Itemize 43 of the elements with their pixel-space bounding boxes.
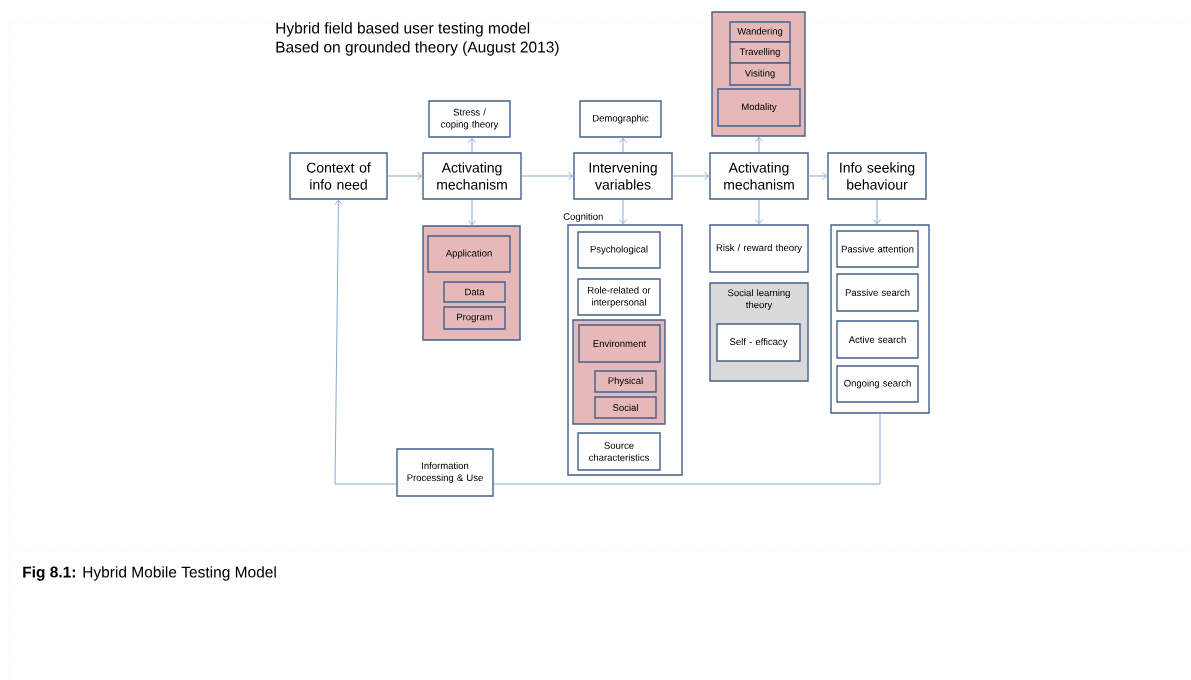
process-box: Activating mechanism [422, 152, 522, 200]
connector-arrow [619, 137, 627, 153]
item-box: Wandering [729, 21, 791, 43]
item-box: Travelling [729, 41, 791, 64]
connector-arrow [755, 199, 763, 225]
item-box: Program [443, 306, 506, 330]
item-box: Passive attention [836, 230, 919, 268]
connector-arrow [468, 199, 476, 226]
connector-arrow [873, 199, 881, 225]
connector-arrow [672, 172, 710, 180]
caption: Fig 8.1: Hybrid Mobile Testing Model [23, 566, 276, 581]
item-box: Passive search [836, 273, 919, 312]
item-box: Environment [578, 324, 661, 363]
item-box: Social [594, 396, 657, 419]
item-box: Modality [717, 88, 801, 127]
item-box: Psychological [577, 231, 661, 269]
group-box: Information Processing & Use [396, 448, 494, 497]
connector-arrow [619, 199, 627, 225]
subtitle: Based on grounded theory (August 2013) [276, 41, 559, 56]
connector-arrow [387, 172, 423, 180]
process-box: Intervening variables [573, 152, 673, 200]
item-box: Application [427, 235, 511, 273]
item-box: Active search [836, 320, 919, 359]
process-box: Info seeking behaviour [827, 152, 927, 200]
item-box: Data [443, 281, 506, 303]
connector-arrow [521, 172, 574, 180]
group-box: Stress / coping theory [428, 100, 511, 138]
process-box: Context of info need [289, 152, 388, 200]
connector-arrow [808, 172, 828, 180]
group-box: Demographic [579, 100, 662, 138]
connector-arrow [468, 137, 476, 153]
item-box: Ongoing search [836, 365, 919, 403]
group-box: Risk / reward theory [709, 224, 809, 273]
item-box: Source characteristics [577, 432, 661, 471]
node-label: Cognition [563, 212, 603, 222]
item-box: Visiting [729, 62, 791, 86]
item-box: Physical [594, 370, 657, 393]
item-box: Self - efficacy [716, 323, 801, 362]
connector-arrow [334, 199, 397, 485]
title: Hybrid field based user testing model [276, 22, 530, 37]
connector-arrow [755, 136, 763, 153]
process-box: Activating mechanism [709, 152, 809, 200]
item-box: Role-related or interpersonal [577, 278, 661, 316]
